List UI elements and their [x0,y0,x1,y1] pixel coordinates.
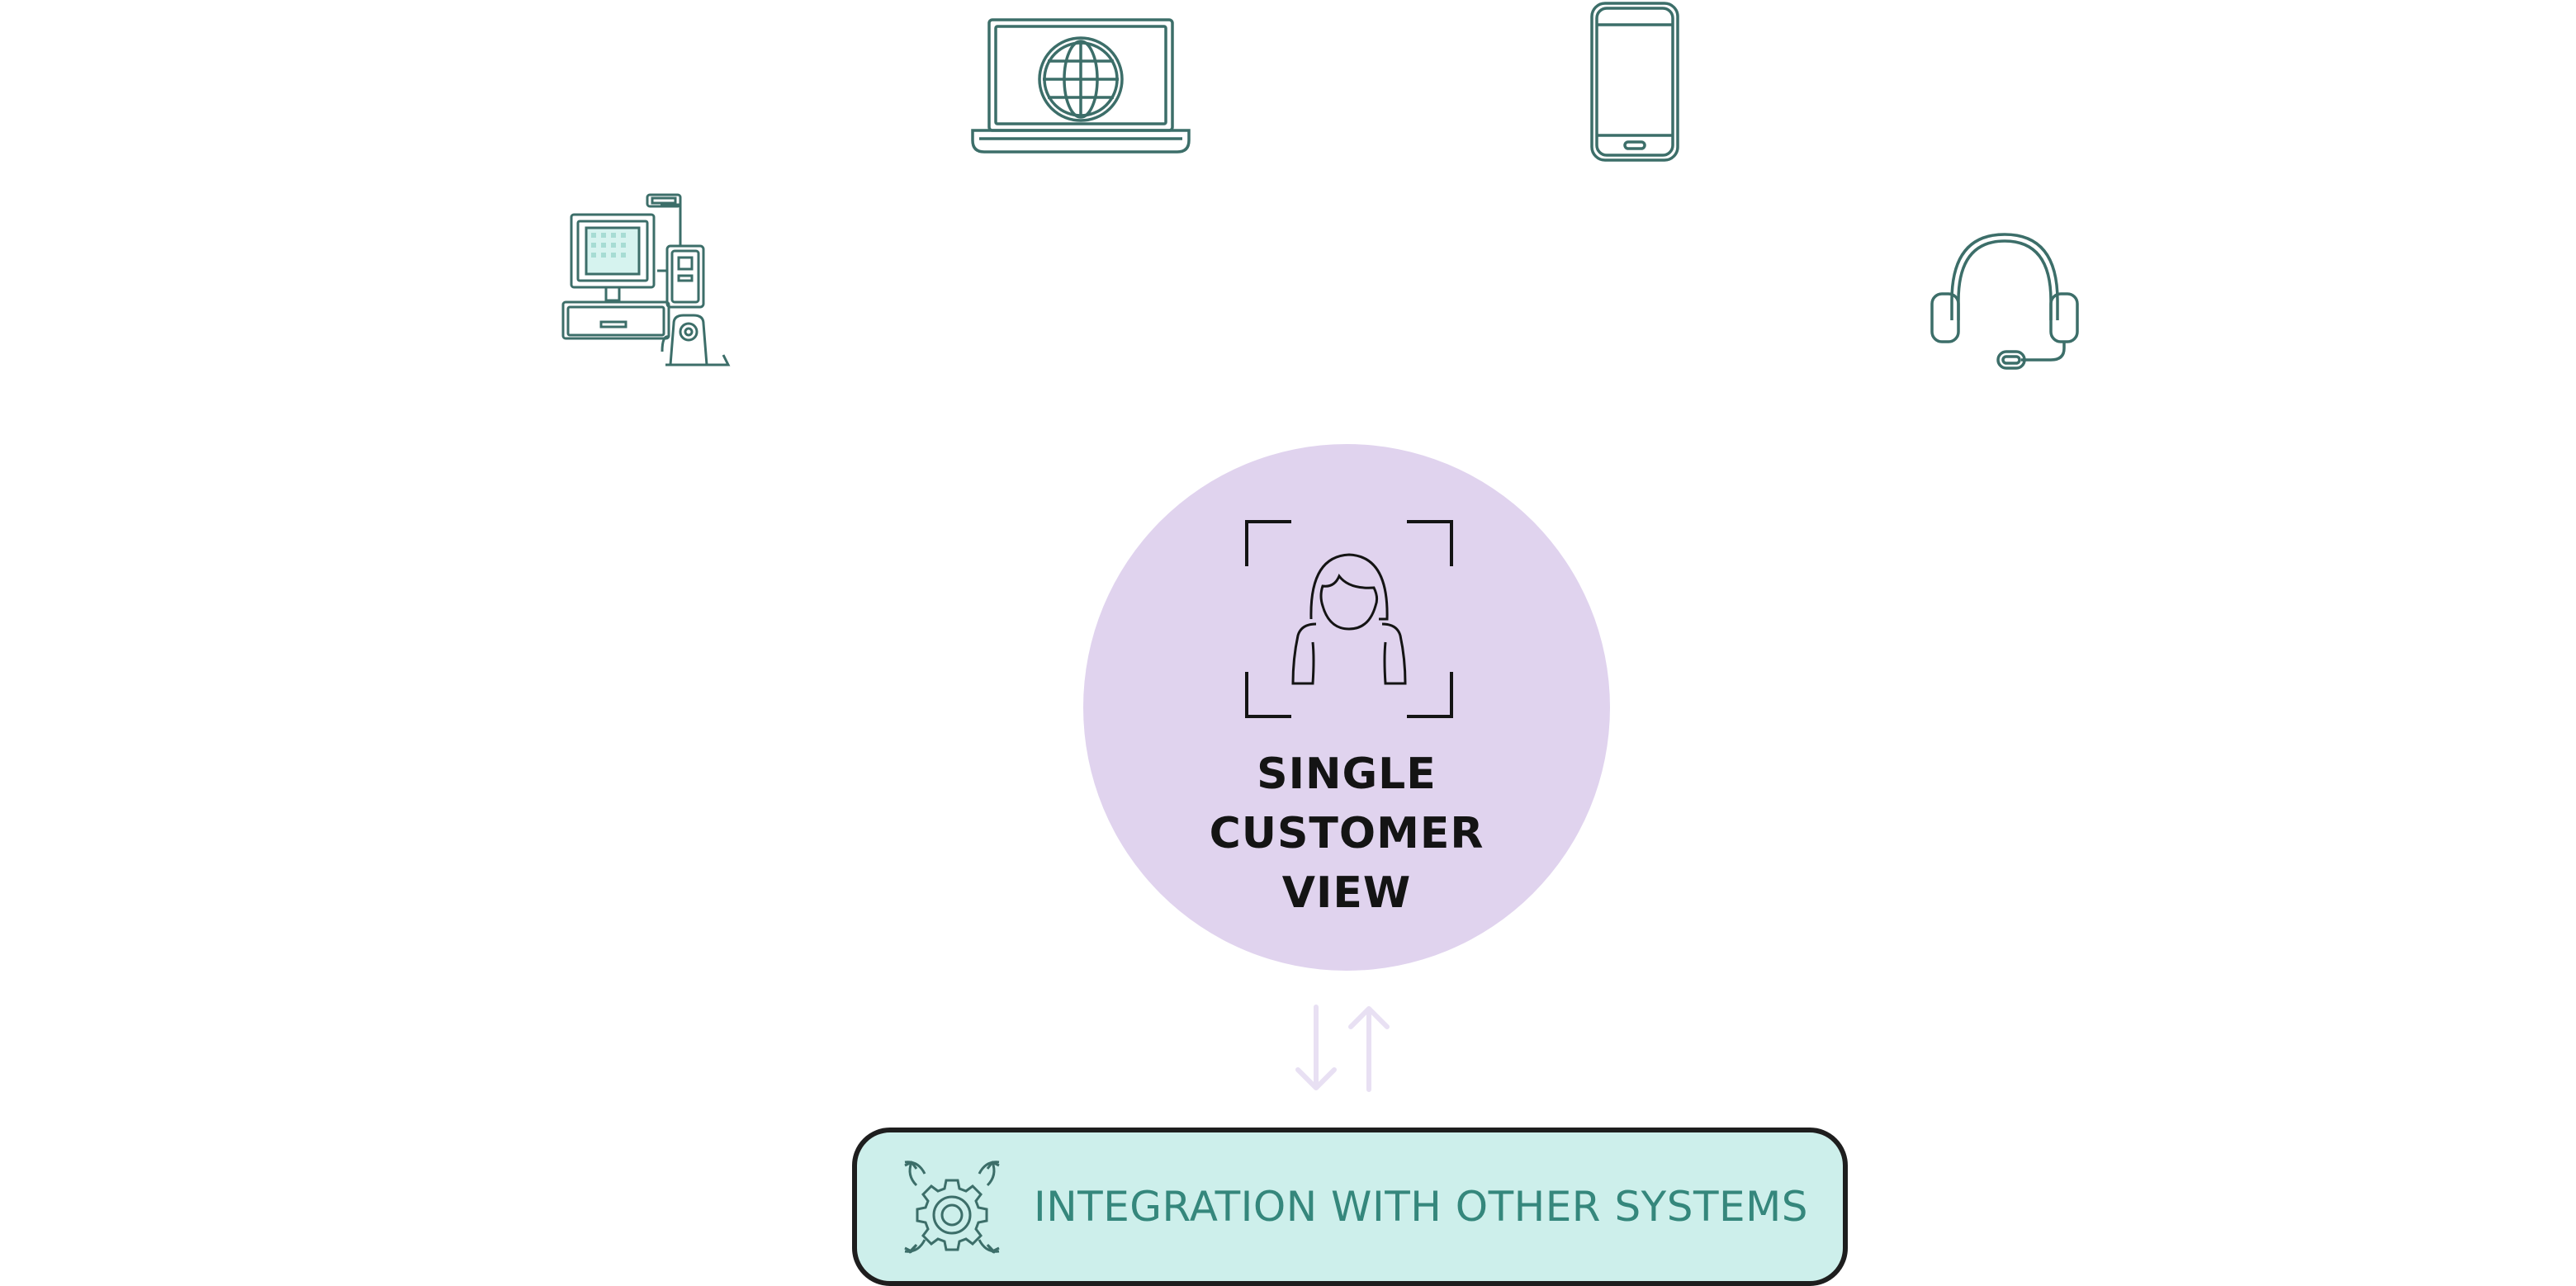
laptop-globe-icon [971,18,1191,154]
headset-icon [1930,233,2079,370]
center-title-line-1: SINGLE [1257,749,1437,799]
center-title: SINGLE CUSTOMER VIEW [1083,745,1610,923]
center-circle [1083,444,1610,971]
integration-box [852,1128,1848,1286]
customer-profile-icon [1245,520,1453,718]
center-title-line-2: CUSTOMER [1209,809,1485,858]
integration-label: INTEGRATION WITH OTHER SYSTEMS [1034,1183,1808,1231]
smartphone-icon [1590,2,1679,162]
gear-arrows-icon [904,1161,1000,1254]
bidirectional-arrows-icon [1295,1005,1390,1092]
center-title-line-3: VIEW [1281,868,1412,918]
pos-terminal-icon [561,193,731,366]
